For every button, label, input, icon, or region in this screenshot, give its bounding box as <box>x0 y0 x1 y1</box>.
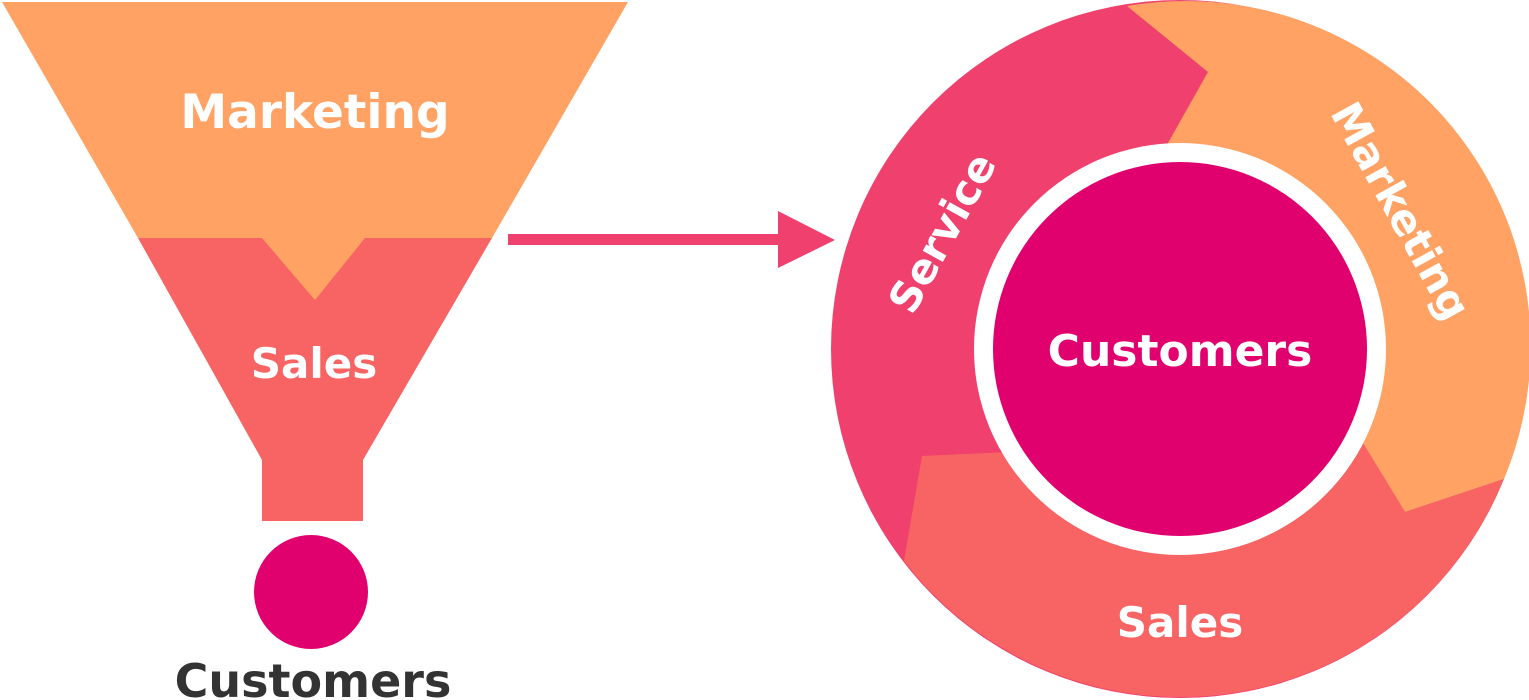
flywheel-customers-label: Customers <box>1048 326 1313 377</box>
transition-arrow <box>508 211 835 268</box>
flywheel-sales-label: Sales <box>1117 598 1243 647</box>
funnel-sales-label: Sales <box>251 339 377 388</box>
funnel-customers-label: Customers <box>175 654 452 700</box>
arrow-head <box>778 211 835 268</box>
funnel-marketing-label: Marketing <box>180 85 449 140</box>
funnel-sales-section <box>138 238 492 521</box>
flywheel-customers-hub <box>993 162 1367 536</box>
flywheel: Customers Service Marketing Sales <box>831 0 1529 698</box>
funnel-customers-dot <box>254 535 368 649</box>
arrow-shaft <box>508 234 783 245</box>
funnel-marketing-section <box>2 2 628 300</box>
funnel: Marketing Sales Customers <box>2 2 628 700</box>
